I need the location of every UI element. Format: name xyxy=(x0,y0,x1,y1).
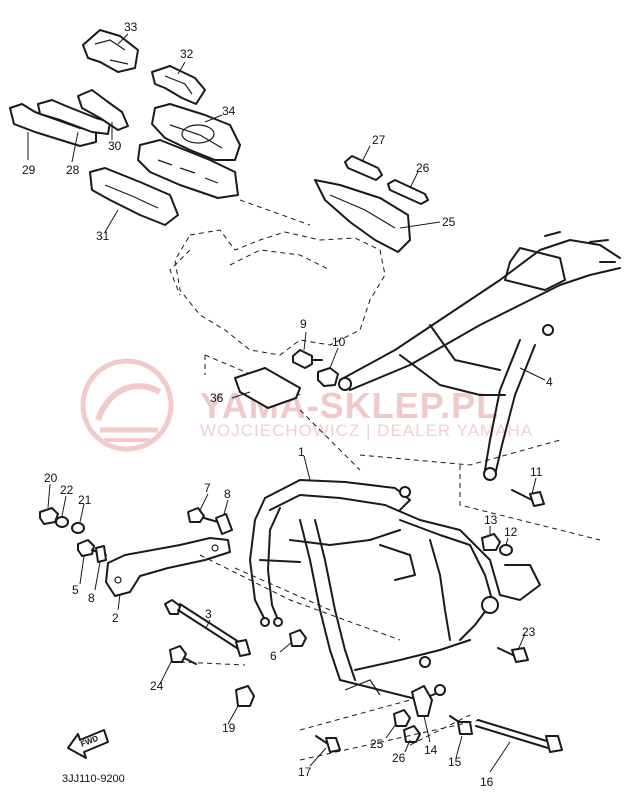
callout-1: 1 xyxy=(298,445,305,459)
part-4-rear-frame xyxy=(338,231,621,481)
part-33-bracket xyxy=(151,65,206,105)
part-18-collar xyxy=(235,685,255,707)
callout-27: 26 xyxy=(416,161,430,175)
callout-18: 19 xyxy=(222,721,236,735)
part-31-bracket xyxy=(77,89,129,131)
callout-32: 31 xyxy=(96,229,110,243)
callout-29: 28 xyxy=(66,163,80,177)
part-24-nut xyxy=(393,709,411,727)
part-10-collar xyxy=(317,367,339,387)
callout-6: 6 xyxy=(270,649,277,663)
part-13-nut xyxy=(481,533,501,551)
part-12-washer xyxy=(499,544,513,556)
callout-2: 2 xyxy=(112,611,119,625)
part-29-rail xyxy=(37,99,111,135)
callout-3: 3 xyxy=(205,607,212,621)
callout-34: 33 xyxy=(124,20,138,34)
callout-21: 22 xyxy=(60,483,74,497)
part-26-cover xyxy=(314,179,411,253)
watermark: YAMA-SKLEP.PL WOJCIECHOWICZ | DEALER YAM… xyxy=(80,358,533,452)
part-16-long-bolt xyxy=(475,719,563,753)
callout-20: 21 xyxy=(78,493,92,507)
part-3-bolt xyxy=(164,599,251,657)
callout-5: 5 xyxy=(72,583,79,597)
engine-outline xyxy=(174,229,386,396)
part-7-bolt xyxy=(187,507,219,523)
watermark-logo xyxy=(80,358,174,452)
callout-33: 32 xyxy=(180,47,194,61)
part-35-plate xyxy=(151,103,241,161)
callout-25: 26 xyxy=(392,751,406,765)
callout-4: 4 xyxy=(546,375,553,389)
part-27-pad xyxy=(387,179,429,205)
part-11-bolt xyxy=(511,489,545,507)
callout-17: 17 xyxy=(298,765,312,779)
part-8-collar-left xyxy=(95,545,107,563)
callout-28: 27 xyxy=(372,133,386,147)
callout-35: 34 xyxy=(222,104,236,118)
part-36-plate xyxy=(234,367,301,409)
forward-arrow-icon: FWD xyxy=(67,729,109,759)
callout-30: 29 xyxy=(22,163,36,177)
part-28-pad xyxy=(344,155,383,181)
part-6-nut xyxy=(289,629,307,647)
callout-15: 15 xyxy=(448,755,462,769)
callouts: 33 32 34 29 28 30 31 27 26 25 4 9 10 36 … xyxy=(22,20,553,789)
part-23-bolt xyxy=(169,645,197,665)
part-8-collar-right xyxy=(215,513,233,535)
part-9-bolt xyxy=(292,349,323,369)
callout-23: 24 xyxy=(150,679,164,693)
part-15-bolt xyxy=(449,715,473,735)
part-34-cover xyxy=(82,29,139,73)
callout-22: 23 xyxy=(522,625,536,639)
callout-13: 13 xyxy=(484,513,498,527)
callout-14: 14 xyxy=(424,743,438,757)
callout-26: 25 xyxy=(442,215,456,229)
callout-10: 10 xyxy=(332,335,346,349)
callout-31: 30 xyxy=(108,139,122,153)
part-25-nut xyxy=(403,725,421,743)
part-1-main-frame xyxy=(249,479,541,701)
part-30-rail xyxy=(9,103,97,147)
part-14-bracket xyxy=(411,685,433,717)
callout-8-left: 8 xyxy=(88,591,95,605)
callout-11: 11 xyxy=(530,465,543,479)
callout-8-right: 8 xyxy=(224,487,231,501)
alignment-lines xyxy=(169,199,601,761)
callout-24: 25 xyxy=(370,737,384,751)
callout-36: 36 xyxy=(210,391,224,405)
watermark-dealer: WOJCIECHOWICZ | DEALER YAMAHA xyxy=(200,421,533,440)
part-32-bracket xyxy=(89,139,239,226)
callout-19: 20 xyxy=(44,471,58,485)
part-21-washer xyxy=(55,516,69,528)
part-17-bolt xyxy=(315,735,341,753)
callout-7: 7 xyxy=(204,481,211,495)
part-22-bolt xyxy=(497,647,529,663)
callout-16: 16 xyxy=(480,775,494,789)
part-2-bracket xyxy=(105,537,231,597)
callout-9: 9 xyxy=(300,317,307,331)
part-20-washer xyxy=(71,522,85,534)
diagram-code: 3JJ110-9200 xyxy=(62,773,125,785)
callout-12: 12 xyxy=(504,525,518,539)
